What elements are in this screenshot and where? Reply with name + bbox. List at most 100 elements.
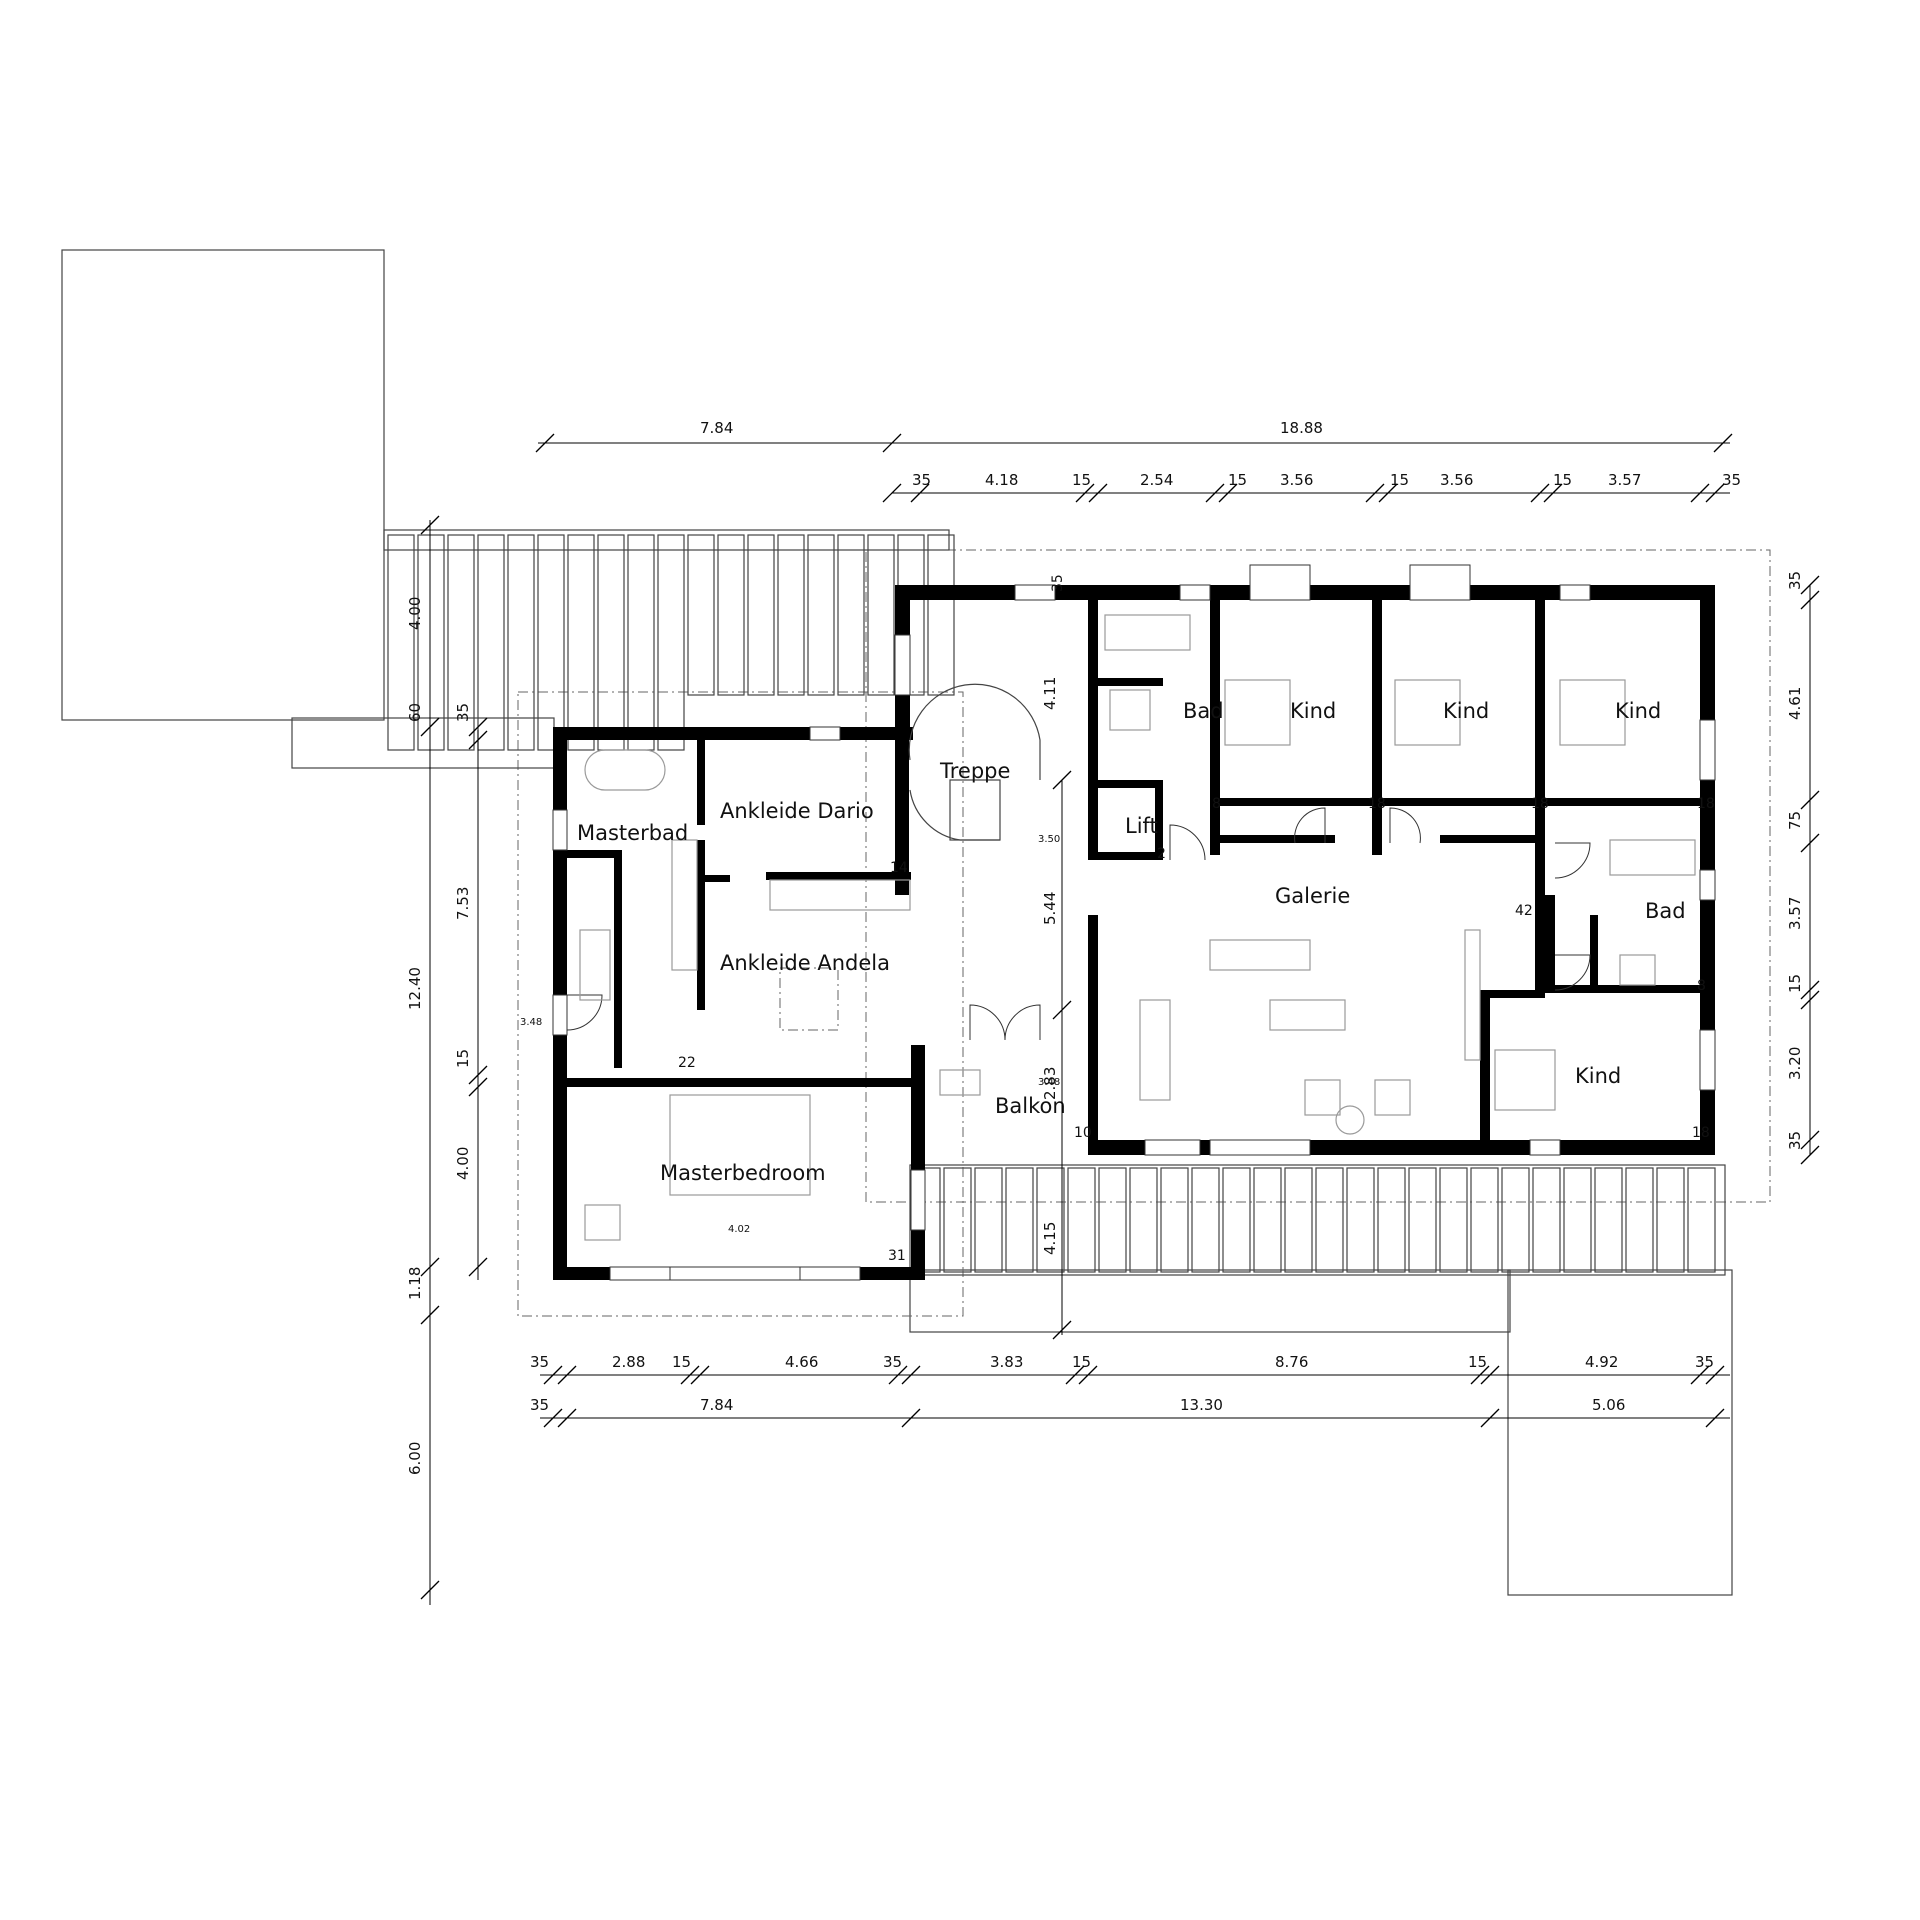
dim-tick [420, 717, 440, 737]
wall-kind4-left [1480, 990, 1490, 1150]
dim-label: 15 [454, 1049, 472, 1068]
neighbor-building [61, 249, 385, 721]
dim-tick [690, 1365, 710, 1385]
wall-dario-left [697, 740, 705, 825]
galerie-bench [1464, 929, 1481, 1061]
deck-slat [597, 534, 625, 751]
room-label-balkon: Balkon [995, 1094, 1066, 1118]
dim-tick [680, 1365, 700, 1385]
room-label-bad-top: Bad [1183, 699, 1224, 723]
window-kind3-side [1699, 719, 1716, 781]
deck-slat [417, 534, 445, 751]
wall-thickness-label: 18 [1697, 796, 1715, 812]
deck-slat [1129, 1167, 1158, 1273]
deck-slat [1563, 1167, 1592, 1273]
dim-tick [901, 1408, 921, 1428]
window-treppe [1014, 584, 1056, 601]
door-kind1 [1294, 807, 1326, 844]
window-kind2 [1409, 564, 1471, 601]
top-deck-slats [291, 529, 955, 769]
wall-thickness-label: 14 [890, 860, 908, 876]
deck-slat [943, 1167, 972, 1273]
dim-label: 3.20 [1786, 1047, 1804, 1080]
dim-label: 60 [406, 703, 424, 722]
dim-label: 3.57 [1786, 897, 1804, 930]
bed-kind3 [1559, 679, 1626, 746]
dim-tick [1480, 1365, 1500, 1385]
dimension-lines [429, 442, 1811, 1605]
window-kind3 [1559, 584, 1591, 601]
deck-slat [1036, 1167, 1065, 1273]
dim-label: 35 [530, 1353, 549, 1371]
deck-slat [1532, 1167, 1561, 1273]
wall-thickness-labels: 35 8 2 18 18 18 14 42 8 22 31 10 18 [678, 574, 1715, 1264]
wall-masterbad-inner [567, 850, 622, 858]
dim-tick [1690, 1365, 1710, 1385]
dim-tick [557, 1365, 577, 1385]
wall-thickness-label: 18 [1368, 796, 1386, 812]
window-masterbedroom-side [910, 1169, 926, 1231]
upper-floor-projection-left [517, 691, 964, 1317]
wall-thickness-label: 2 [1157, 846, 1166, 862]
wall-thickness-label: 8 [1697, 978, 1706, 994]
dim-label: 7.84 [700, 419, 733, 437]
armchair-galerie-2 [1374, 1079, 1411, 1116]
deck-slat [1222, 1167, 1251, 1273]
room-label-masterbad: Masterbad [577, 821, 688, 845]
room-label-ankleide-andela: Ankleide Andela [720, 951, 890, 975]
room-label-kind-3: Kind [1615, 699, 1661, 723]
dim-tick [1378, 483, 1398, 503]
dim-label: 13.30 [1180, 1396, 1223, 1414]
dim-label: 4.66 [785, 1353, 818, 1371]
dim-label: 15 [1553, 471, 1572, 489]
armchair-masterbedroom [584, 1204, 621, 1241]
dim-label: 2.54 [1140, 471, 1173, 489]
dim-tick [882, 483, 902, 503]
top-deck-step [291, 717, 555, 769]
dim-tick [468, 1065, 488, 1085]
level-marker: 4.02 [728, 1224, 750, 1235]
double-sink-bad-right [1609, 839, 1696, 876]
dim-tick [1088, 483, 1108, 503]
window-galerie-1 [1144, 1139, 1201, 1156]
level-marker: 3.48 [1038, 1077, 1060, 1088]
bed-kind2 [1394, 679, 1461, 746]
deck-slat [1160, 1167, 1189, 1273]
deck-slat [447, 534, 475, 751]
room-label-kind-2: Kind [1443, 699, 1489, 723]
dim-label: 15 [1072, 471, 1091, 489]
dim-tick [1543, 483, 1563, 503]
dim-label: 75 [1786, 811, 1804, 830]
dim-tick [1800, 1145, 1820, 1165]
double-sink-bad [1104, 614, 1191, 651]
wall-lift-right [1155, 780, 1163, 860]
dim-tick [468, 1077, 488, 1097]
room-label-masterbedroom: Masterbedroom [660, 1161, 826, 1185]
site-context [61, 249, 1771, 1596]
top-deck-frame [383, 529, 950, 551]
dim-tick [1800, 980, 1820, 1000]
deck-slat [657, 534, 685, 751]
window-bad-right [1699, 869, 1716, 901]
deck-slat [1656, 1167, 1685, 1273]
side-table [1335, 1105, 1365, 1135]
armchair-galerie-1 [1304, 1079, 1341, 1116]
wall-thickness-label: 42 [1515, 903, 1533, 919]
door-bad-right [1554, 954, 1591, 991]
deck-slat [807, 534, 835, 696]
dim-label: 15 [1072, 1353, 1091, 1371]
wall-kind2-kind3 [1535, 600, 1545, 990]
masterbad-shower [579, 929, 611, 1001]
dim-tick [1705, 1408, 1725, 1428]
dim-tick [543, 1365, 563, 1385]
wall-bad-kind1 [1210, 600, 1220, 855]
dim-label: 35 [883, 1353, 902, 1371]
dim-label: 1.18 [406, 1267, 424, 1300]
door-kind3 [1554, 842, 1591, 879]
wall-closet-bottom-1 [1220, 835, 1335, 843]
wall-masterbedroom-top [567, 1078, 917, 1087]
door-masterbad [566, 994, 603, 1031]
dim-label: 6.00 [406, 1442, 424, 1475]
deck-slat [507, 534, 535, 751]
dim-label: 8.76 [1275, 1353, 1308, 1371]
